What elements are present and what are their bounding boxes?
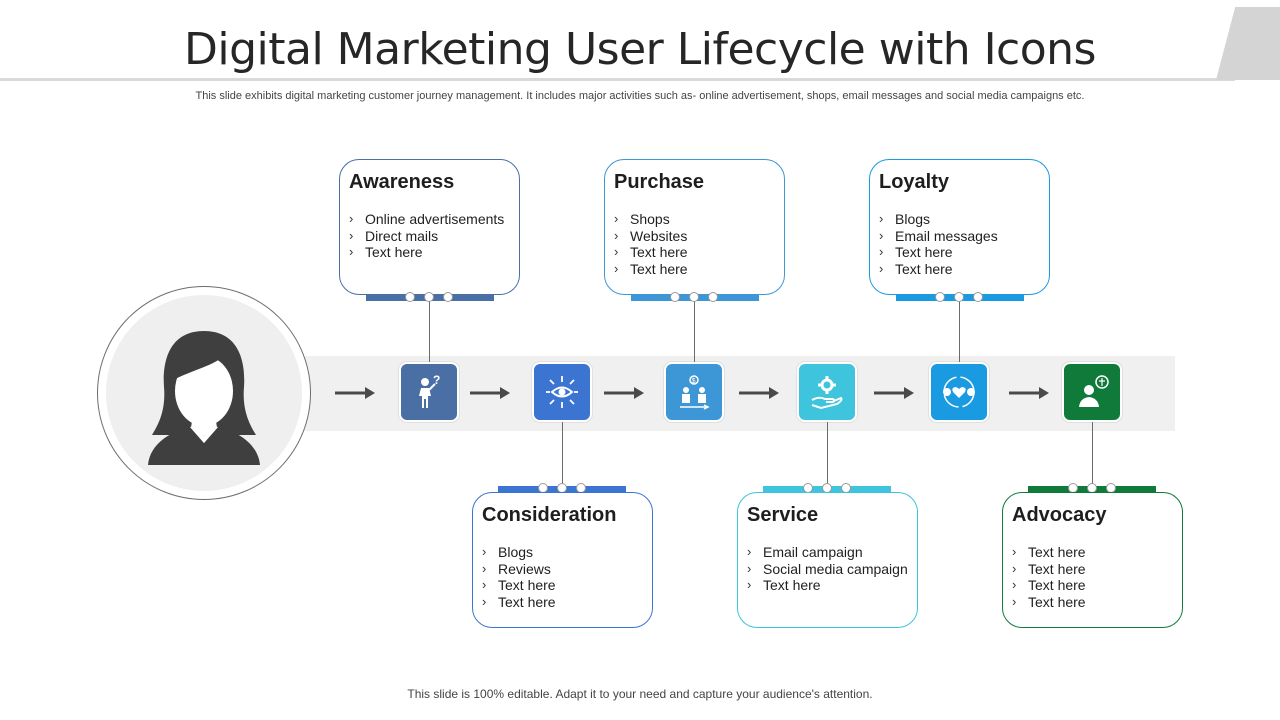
advocacy-title: Advocacy (1012, 504, 1107, 526)
loyalty-connector (959, 298, 960, 362)
list-item: Text here (1012, 561, 1177, 578)
user-avatar (97, 286, 311, 500)
awareness-title: Awareness (349, 171, 455, 193)
service-list: Email campaign Social media campaign Tex… (747, 544, 912, 594)
list-item: Blogs (879, 211, 1044, 228)
advocacy-icon-tile (1062, 362, 1122, 422)
woman-user-icon (148, 331, 260, 465)
list-item: Text here (482, 594, 647, 611)
consideration-title: Consideration (482, 504, 617, 526)
awareness-list: Online advertisements Direct mails Text … (349, 211, 514, 261)
svg-text:$: $ (692, 378, 696, 385)
advocacy-card: Advocacy Text here Text here Text here T… (1002, 492, 1183, 628)
page-title: Digital Marketing User Lifecycle with Ic… (184, 24, 1096, 75)
service-connector (827, 422, 828, 486)
consideration-card: Consideration Blogs Reviews Text here Te… (472, 492, 653, 628)
consideration-connector (562, 422, 563, 486)
svg-text:?: ? (433, 373, 440, 387)
list-item: Online advertisements (349, 211, 514, 228)
flow-arrow (335, 387, 375, 399)
list-item: Text here (614, 244, 779, 261)
purchase-title: Purchase (614, 171, 705, 193)
loyalty-dots (935, 292, 983, 302)
list-item: Websites (614, 228, 779, 245)
heart-cycle-icon (943, 376, 975, 408)
flow-arrow (470, 387, 510, 399)
list-item: Text here (1012, 594, 1177, 611)
loyalty-card: Loyalty Blogs Email messages Text here T… (869, 159, 1050, 295)
hand-gear-icon (811, 376, 843, 410)
list-item: Social media campaign (747, 561, 912, 578)
footer-note: This slide is 100% editable. Adapt it to… (407, 687, 873, 701)
list-item: Reviews (482, 561, 647, 578)
list-item: Text here (614, 261, 779, 278)
list-item: Text here (879, 261, 1044, 278)
list-item: Email messages (879, 228, 1044, 245)
loyalty-list: Blogs Email messages Text here Text here (879, 211, 1044, 278)
list-item: Text here (747, 577, 912, 594)
awareness-dots (405, 292, 453, 302)
list-item: Text here (1012, 577, 1177, 594)
list-item: Text here (482, 577, 647, 594)
list-item: Text here (1012, 544, 1177, 561)
purchase-connector (694, 298, 695, 362)
awareness-icon-tile: ? (399, 362, 459, 422)
awareness-card: Awareness Online advertisements Direct m… (339, 159, 520, 295)
eye-network-icon (546, 376, 578, 408)
flow-arrow (874, 387, 914, 399)
list-item: Text here (879, 244, 1044, 261)
title-divider (0, 78, 1235, 81)
advocacy-connector (1092, 422, 1093, 486)
transaction-icon: $ (680, 375, 710, 410)
list-item: Shops (614, 211, 779, 228)
list-item: Text here (349, 244, 514, 261)
consideration-list: Blogs Reviews Text here Text here (482, 544, 647, 611)
purchase-card: Purchase Shops Websites Text here Text h… (604, 159, 785, 295)
purchase-icon-tile: $ (664, 362, 724, 422)
consideration-icon-tile (532, 362, 592, 422)
list-item: Email campaign (747, 544, 912, 561)
flow-arrow (604, 387, 644, 399)
purchase-list: Shops Websites Text here Text here (614, 211, 779, 278)
purchase-dots (670, 292, 718, 302)
question-person-icon: ? (419, 373, 440, 408)
service-title: Service (747, 504, 819, 526)
loyalty-title: Loyalty (879, 171, 950, 193)
advocacy-list: Text here Text here Text here Text here (1012, 544, 1177, 611)
lawyer-icon (1079, 375, 1109, 407)
flow-arrow (739, 387, 779, 399)
service-card: Service Email campaign Social media camp… (737, 492, 918, 628)
service-icon-tile (797, 362, 857, 422)
awareness-connector (429, 298, 430, 362)
list-item: Direct mails (349, 228, 514, 245)
list-item: Blogs (482, 544, 647, 561)
loyalty-icon-tile (929, 362, 989, 422)
flow-arrow (1009, 387, 1049, 399)
page-subtitle: This slide exhibits digital marketing cu… (195, 90, 1085, 102)
